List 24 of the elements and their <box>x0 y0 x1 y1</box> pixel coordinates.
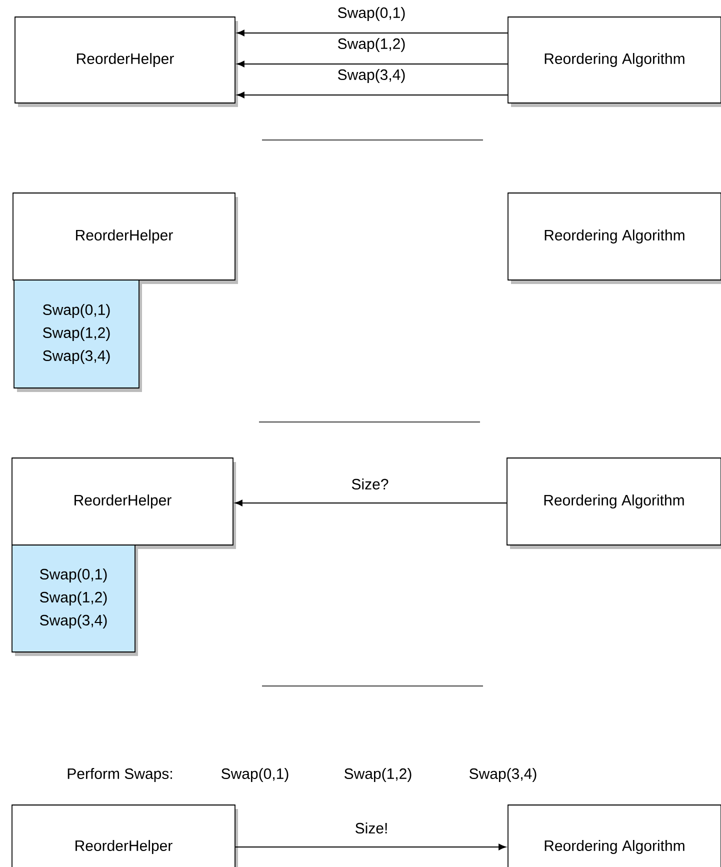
process-box: Reordering Algorithm <box>508 804 721 867</box>
arrow <box>236 60 508 68</box>
arrow <box>236 92 508 98</box>
process-box: ReorderHelper <box>14 16 236 104</box>
arrow <box>235 844 506 850</box>
swap-label: Swap(0,1) <box>222 768 288 782</box>
swap-queue-box: Swap(0,1) Swap(1,2) Swap(3,4) <box>12 544 136 652</box>
arrow <box>234 500 507 506</box>
process-box: ReorderHelper <box>12 458 234 546</box>
process-box: Reordering Algorithm <box>506 458 721 546</box>
process-box: ReorderHelper <box>12 192 236 280</box>
edge-label: Swap(0,1) <box>336 6 407 22</box>
step-label: Perform Swaps: <box>68 768 172 782</box>
edge-label: Swap(3,4) <box>336 68 407 84</box>
edge-label: Size? <box>350 477 390 490</box>
swap-queue-box: Swap(0,1) Swap(1,2) Swap(3,4) <box>14 280 140 388</box>
swap-label: Swap(3,4) <box>470 768 536 782</box>
process-box: Reordering Algorithm <box>508 192 721 280</box>
edge-label: Swap(1,2) <box>336 37 407 53</box>
edge-label: Size! <box>354 822 390 834</box>
process-box: Reordering Algorithm <box>508 16 721 104</box>
arrow <box>236 30 508 36</box>
process-box: ReorderHelper <box>12 804 236 867</box>
swap-label: Swap(1,2) <box>344 768 412 782</box>
